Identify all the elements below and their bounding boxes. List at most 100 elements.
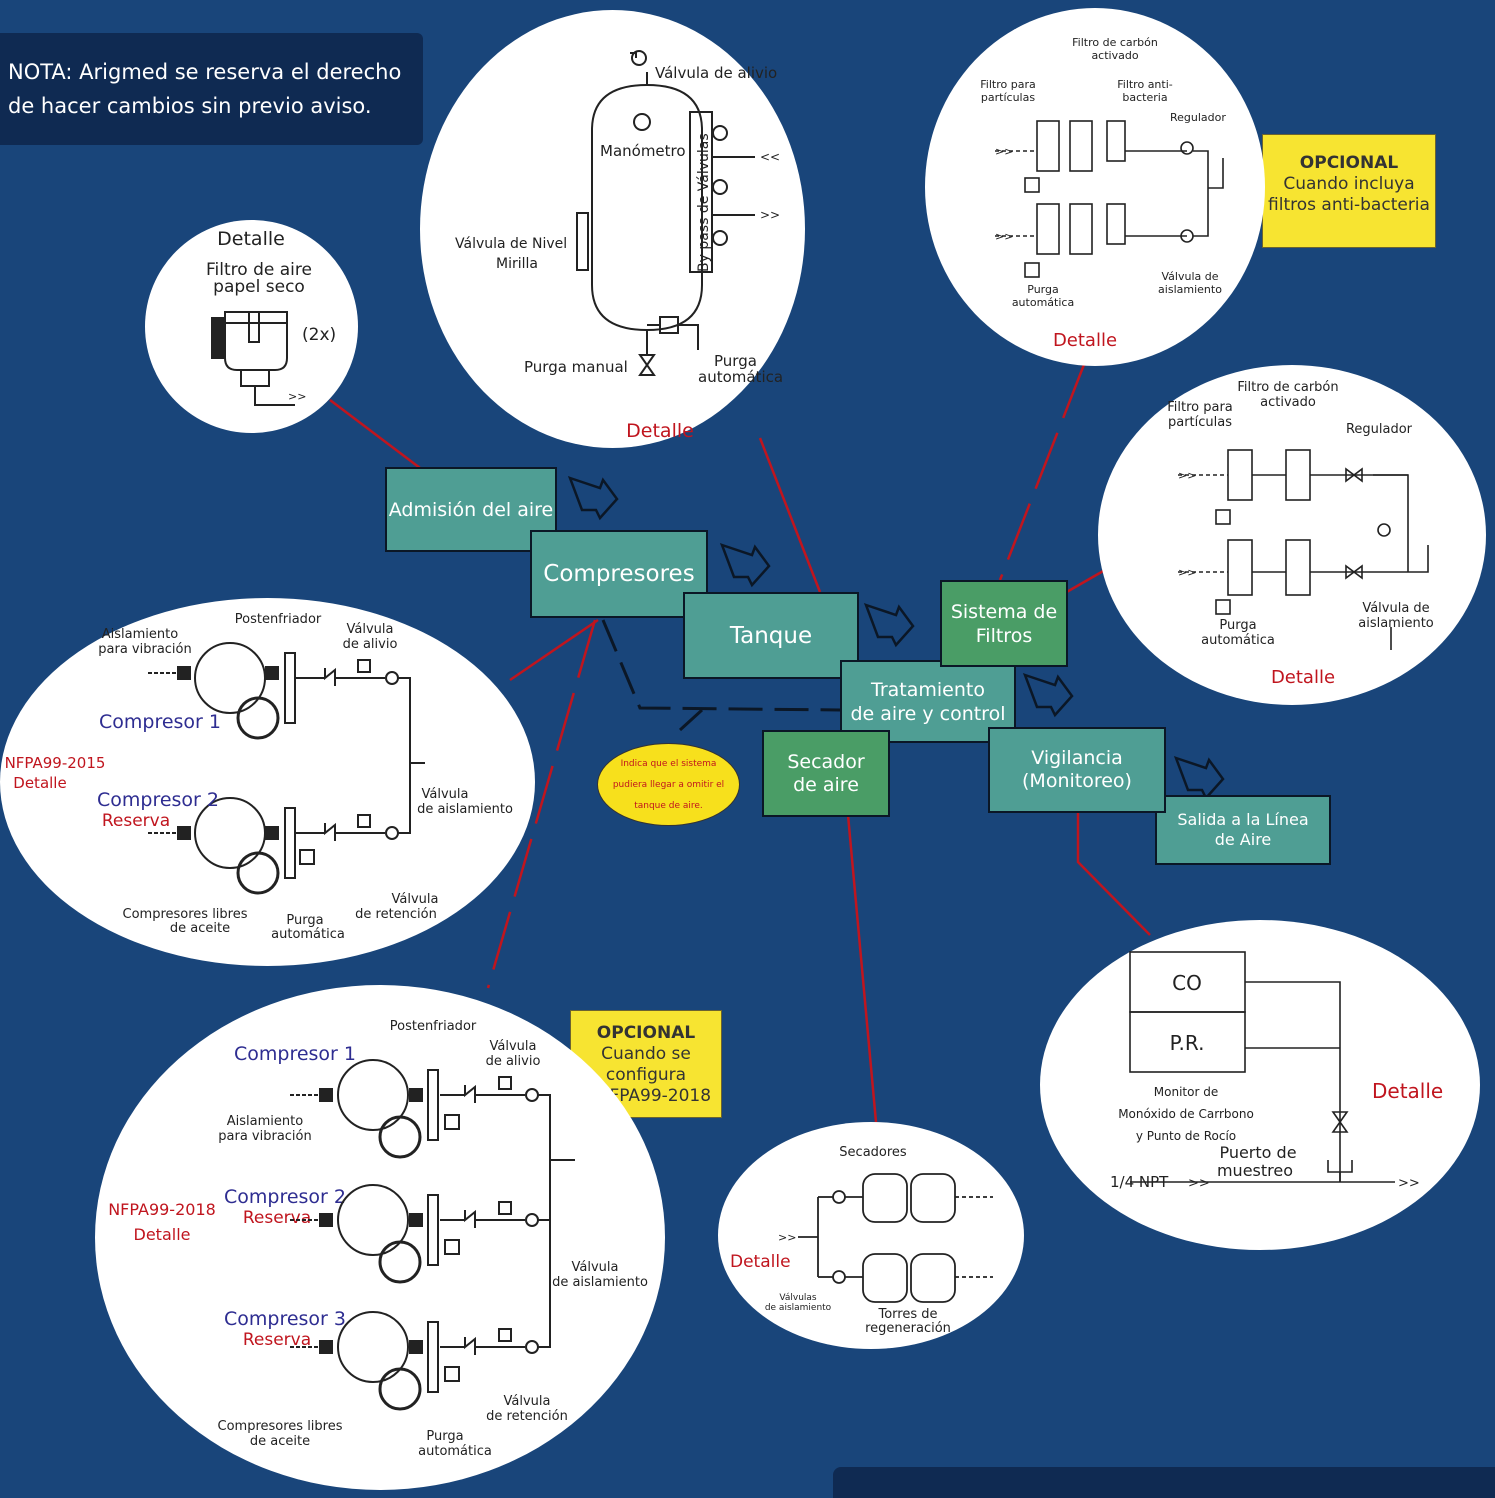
box-filtros-l2: Filtros bbox=[975, 624, 1033, 647]
monitor-drawing: CO P.R. Monitor de Monóxido de Carrbono … bbox=[1110, 951, 1443, 1191]
c15-reserve: Reserva bbox=[102, 811, 170, 831]
box-secador[interactable]: Secador de aire bbox=[762, 730, 890, 817]
optional1-title: OPCIONAL bbox=[1299, 153, 1399, 173]
box-salida-l1: Salida a la Línea bbox=[1177, 810, 1309, 829]
tank-manual: Purga manual bbox=[524, 358, 628, 376]
tank-relief: Válvula de alivio bbox=[655, 64, 777, 82]
box-compresores[interactable]: Compresores bbox=[530, 530, 708, 618]
c18-relief1: Válvula bbox=[490, 1039, 537, 1054]
c15-iso2: de aislamiento bbox=[417, 802, 513, 817]
c15-vib2: para vibración bbox=[98, 642, 191, 657]
filters-top-drawing: Filtro de carbón activado Filtro para pa… bbox=[980, 36, 1226, 351]
tank-omit-note: Indica que el sistema pudiera llegar a o… bbox=[597, 743, 740, 826]
fr-in2: >> bbox=[1178, 566, 1196, 579]
dry-in: >> bbox=[778, 1231, 796, 1244]
c15-oil1: Compresores libres bbox=[123, 907, 248, 922]
optional-antibacteria: OPCIONAL Cuando incluya filtros anti-bac… bbox=[1262, 134, 1436, 248]
dry-detail: Detalle bbox=[730, 1252, 791, 1272]
ft-in2: >> bbox=[995, 230, 1013, 243]
fr-regulator: Regulador bbox=[1346, 422, 1413, 437]
comp2018-drawing: Postenfriador Compresor 1 Válvula de ali… bbox=[108, 1019, 648, 1459]
note-line-2: de hacer cambios sin previo aviso. bbox=[8, 94, 372, 118]
c15-purge2: automática bbox=[271, 927, 345, 942]
c15-iso1: Válvula bbox=[422, 787, 469, 802]
box-tratamiento[interactable]: Tratamiento de aire y control bbox=[840, 660, 1016, 743]
fr-purge1: Purga bbox=[1219, 618, 1256, 633]
optional2-l1: Cuando se bbox=[601, 1044, 691, 1064]
c15-relief2: de alivio bbox=[343, 637, 398, 652]
tank-omit-l1: Indica que el sistema bbox=[620, 759, 717, 769]
tank-level1: Válvula de Nivel bbox=[455, 236, 567, 252]
dry-iso1: Válvulas bbox=[779, 1293, 817, 1303]
airf-title: Detalle bbox=[217, 228, 285, 250]
mon-co: CO bbox=[1172, 971, 1202, 995]
c18-after: Postenfriador bbox=[390, 1019, 477, 1034]
c18-purge2: automática bbox=[418, 1444, 492, 1459]
ft-purge1: Purga bbox=[1027, 283, 1058, 296]
c15-check2: de retención bbox=[355, 907, 437, 922]
c18-reserve3: Reserva bbox=[243, 1330, 311, 1350]
fr-purge2: automática bbox=[1201, 633, 1275, 648]
mon-port2: muestreo bbox=[1217, 1161, 1293, 1180]
box-salida-l2: de Aire bbox=[1214, 830, 1272, 849]
c15-relief1: Válvula bbox=[347, 622, 394, 637]
c18-iso2: de aislamiento bbox=[552, 1275, 648, 1290]
detail-compressors-2015: Aislamiento para vibración Postenfriador… bbox=[0, 598, 535, 966]
box-sistema-filtros[interactable]: Sistema de Filtros bbox=[940, 580, 1068, 667]
ft-in1: >> bbox=[995, 145, 1013, 158]
box-vigilancia[interactable]: Vigilancia (Monitoreo) bbox=[988, 727, 1166, 813]
optional2-title: OPCIONAL bbox=[596, 1023, 696, 1043]
c18-reserve2: Reserva bbox=[243, 1208, 311, 1228]
ft-carbon2: activado bbox=[1091, 49, 1138, 62]
tank-level2: Mirilla bbox=[496, 256, 538, 272]
airf-sub2: papel seco bbox=[213, 277, 305, 297]
note-line-1: NOTA: Arigmed se reserva el derecho bbox=[8, 60, 402, 84]
c18-std1: NFPA99-2018 bbox=[108, 1200, 216, 1219]
c15-check1: Válvula bbox=[392, 892, 439, 907]
detail-dryers: Secadores Detalle Válvulas de aislamient… bbox=[718, 1122, 1024, 1349]
ft-anti1: Filtro anti- bbox=[1117, 78, 1173, 91]
detail-filters-right: Filtro de carbón activado Filtro para pa… bbox=[1098, 365, 1486, 705]
c18-check1: Válvula bbox=[504, 1394, 551, 1409]
airf-sub1: Filtro de aire bbox=[206, 260, 312, 280]
airf-arrow: >> bbox=[288, 390, 306, 403]
tank-omit-l3: tanque de aire. bbox=[634, 801, 703, 811]
box-salida[interactable]: Salida a la Línea de Aire bbox=[1155, 795, 1331, 865]
fr-footer: Detalle bbox=[1271, 667, 1335, 688]
fr-iso1: Válvula de bbox=[1362, 601, 1429, 616]
mon-detail: Detalle bbox=[1372, 1079, 1443, 1103]
box-tratamiento-l2: de aire y control bbox=[850, 702, 1006, 725]
dry-iso2: de aislamiento bbox=[765, 1303, 832, 1313]
box-tanque[interactable]: Tanque bbox=[683, 592, 859, 679]
fr-in1: >> bbox=[1178, 469, 1196, 482]
c15-c2: Compresor 2 bbox=[97, 789, 219, 811]
tank-auto1: Purga bbox=[714, 352, 757, 370]
mon-out: >> bbox=[1398, 1176, 1420, 1191]
c18-std2: Detalle bbox=[134, 1225, 191, 1244]
mon-pr: P.R. bbox=[1170, 1031, 1205, 1055]
ft-regulator: Regulador bbox=[1170, 111, 1226, 124]
c15-vib1: Aislamiento bbox=[102, 627, 178, 642]
detail-tank: Válvula de alivio Manómetro By pass de V… bbox=[420, 10, 805, 448]
ft-part1: Filtro para bbox=[980, 78, 1035, 91]
c15-std2: Detalle bbox=[13, 774, 66, 792]
c18-oil2: de aceite bbox=[250, 1434, 310, 1449]
c15-c1: Compresor 1 bbox=[99, 711, 221, 733]
c18-oil1: Compresores libres bbox=[218, 1419, 343, 1434]
tank-drawing: Válvula de alivio Manómetro By pass de V… bbox=[455, 50, 783, 442]
comp2015-drawing: Aislamiento para vibración Postenfriador… bbox=[5, 612, 513, 942]
c18-relief2: de alivio bbox=[486, 1054, 541, 1069]
ft-carbon1: Filtro de carbón bbox=[1072, 36, 1158, 49]
ft-purge2: automática bbox=[1012, 296, 1074, 309]
detail-filters-top: Filtro de carbón activado Filtro para pa… bbox=[925, 8, 1265, 366]
box-tanque-label: Tanque bbox=[729, 622, 813, 649]
box-admision[interactable]: Admisión del aire bbox=[385, 467, 557, 552]
footer-bar bbox=[833, 1467, 1495, 1498]
mon-in: >> bbox=[1188, 1176, 1210, 1191]
optional2-l2: configura bbox=[605, 1065, 687, 1085]
mon-m3: y Punto de Rocío bbox=[1136, 1129, 1236, 1143]
optional1-l1: Cuando incluya bbox=[1283, 174, 1415, 194]
mon-m2: Monóxido de Carrbono bbox=[1118, 1107, 1254, 1121]
c15-oil2: de aceite bbox=[170, 921, 230, 936]
optional1-l2: filtros anti-bacteria bbox=[1268, 195, 1430, 215]
